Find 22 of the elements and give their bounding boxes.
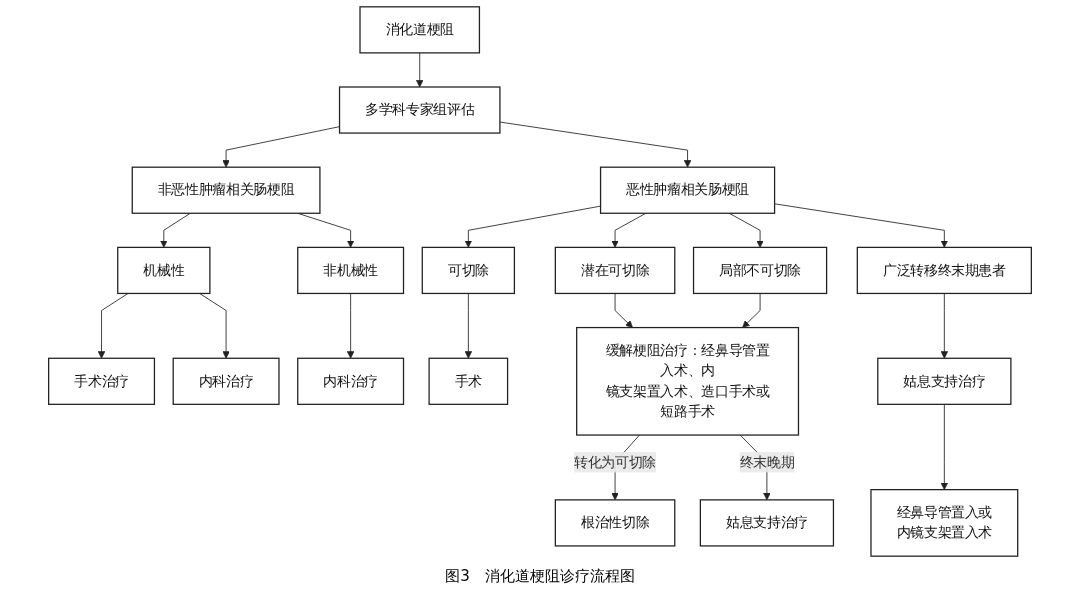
node-box: 手术 xyxy=(428,357,509,405)
node-box: 广泛转移终末期患者 xyxy=(856,246,1032,295)
edge-label: 转化为可切除 xyxy=(574,453,657,471)
node-box: 消化道梗阻 xyxy=(359,6,481,54)
node-box: 内科治疗 xyxy=(172,357,280,405)
edge-label: 终末晚期 xyxy=(739,453,795,471)
node-box: 姑息支持治疗 xyxy=(699,499,835,547)
node-box: 姑息支持治疗 xyxy=(877,357,1012,405)
node-box: 恶性肿瘤相关肠梗阻 xyxy=(599,166,776,214)
node-box: 非机械性 xyxy=(297,246,405,295)
figure-caption: 图3 消化道梗阻诊疗流程图 xyxy=(445,566,635,587)
node-box: 内科治疗 xyxy=(297,357,405,405)
node-box: 可切除 xyxy=(421,246,516,295)
node-box: 缓解梗阻治疗：经鼻导管置入术、内镜支架置入术、造口手术或短路手术 xyxy=(576,326,800,436)
node-box: 多学科专家组评估 xyxy=(338,86,501,134)
node-box: 潜在可切除 xyxy=(554,246,676,295)
node-box: 手术治疗 xyxy=(48,357,156,405)
node-box: 局部不可切除 xyxy=(692,246,828,295)
node-box: 经鼻导管置入或内镜支架置入术 xyxy=(870,489,1019,557)
node-box: 非恶性肿瘤相关肠梗阻 xyxy=(131,166,321,214)
node-box: 根治性切除 xyxy=(554,499,676,547)
node-box: 机械性 xyxy=(117,246,211,295)
